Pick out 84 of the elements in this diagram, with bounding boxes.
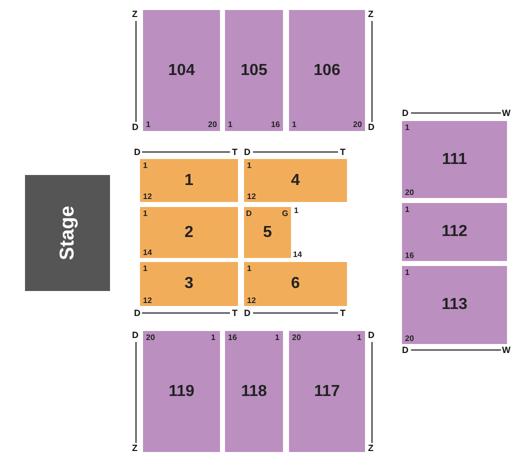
row-letter: T bbox=[232, 309, 238, 318]
row-letter: Z bbox=[132, 10, 138, 19]
section-number: 1 bbox=[184, 172, 194, 190]
seating-section bbox=[140, 207, 238, 258]
row-letter: Z bbox=[368, 444, 374, 453]
seat-number: 16 bbox=[405, 252, 414, 260]
row-letter: D bbox=[244, 309, 250, 318]
seating-section bbox=[244, 262, 347, 306]
seat-number: 20 bbox=[353, 121, 362, 129]
seat-number: 1 bbox=[357, 334, 362, 342]
seat-number: 14 bbox=[293, 251, 302, 259]
row-letter: T bbox=[232, 148, 238, 157]
row-letter: D bbox=[402, 346, 408, 355]
seat-number: 16 bbox=[271, 121, 280, 129]
seating-section bbox=[402, 121, 507, 198]
seat-number: 1 bbox=[405, 269, 410, 277]
seat-number: 1 bbox=[405, 206, 410, 214]
section-number: 106 bbox=[312, 62, 342, 80]
section-number: 119 bbox=[168, 382, 196, 400]
row-letter: Z bbox=[132, 444, 138, 453]
stage-label: Stage bbox=[56, 206, 79, 260]
seating-section bbox=[402, 266, 507, 344]
row-letter: D bbox=[246, 210, 252, 218]
seat-number: 1 bbox=[275, 334, 280, 342]
seating-section bbox=[289, 10, 365, 131]
seat-number: 1 bbox=[228, 121, 232, 129]
row-letter: D bbox=[132, 123, 138, 132]
row-letter: G bbox=[282, 210, 288, 218]
section-number: 104 bbox=[167, 62, 196, 80]
seat-number: 1 bbox=[405, 124, 410, 132]
seating-section bbox=[225, 331, 283, 452]
seat-number: 1 bbox=[143, 265, 148, 273]
section-number: 117 bbox=[313, 382, 341, 400]
seat-number: 1 bbox=[143, 210, 148, 218]
seating-section bbox=[140, 159, 238, 202]
seat-number: 1 bbox=[247, 162, 252, 170]
seat-number: 20 bbox=[146, 334, 155, 342]
row-letter: Z bbox=[368, 10, 374, 19]
seat-number: 1 bbox=[294, 207, 298, 215]
seat-number: 1 bbox=[247, 265, 252, 273]
row-letter: T bbox=[340, 148, 346, 157]
seat-number: 20 bbox=[405, 335, 414, 343]
section-number: 118 bbox=[240, 382, 268, 400]
seat-number: 20 bbox=[405, 189, 414, 197]
section-number: 6 bbox=[290, 275, 301, 293]
seat-number: 20 bbox=[208, 121, 217, 129]
section-number: 5 bbox=[262, 224, 273, 242]
row-letter: D bbox=[368, 123, 374, 132]
section-number: 105 bbox=[240, 62, 268, 80]
seat-number: 1 bbox=[211, 334, 216, 342]
section-number: 113 bbox=[440, 296, 468, 314]
seat-number: 14 bbox=[143, 249, 152, 257]
section-number: 111 bbox=[441, 150, 468, 168]
row-letter: D bbox=[368, 331, 374, 340]
seat-number: 1 bbox=[146, 121, 150, 129]
section-number: 4 bbox=[290, 172, 301, 190]
seat-number: 1 bbox=[143, 162, 148, 170]
seat-number: 1 bbox=[292, 121, 296, 129]
seating-section bbox=[225, 10, 283, 131]
row-letter: D bbox=[134, 148, 140, 157]
row-letter: D bbox=[402, 109, 408, 118]
seating-section bbox=[143, 331, 220, 452]
row-letter: W bbox=[502, 346, 510, 355]
row-letter: T bbox=[340, 309, 346, 318]
seat-number: 20 bbox=[292, 334, 301, 342]
section-number: 2 bbox=[184, 224, 194, 242]
seating-section bbox=[140, 262, 238, 306]
stage-block bbox=[25, 175, 110, 291]
seating-section bbox=[244, 159, 347, 202]
seat-number: 12 bbox=[247, 297, 256, 305]
row-letter: D bbox=[134, 309, 140, 318]
row-letter: W bbox=[502, 109, 510, 118]
seat-number: 12 bbox=[143, 193, 152, 201]
seat-number: 16 bbox=[228, 334, 237, 342]
seating-section bbox=[143, 10, 220, 131]
seat-number: 12 bbox=[247, 193, 256, 201]
row-letter: D bbox=[132, 331, 138, 340]
section-number: 3 bbox=[184, 275, 194, 293]
seating-section bbox=[289, 331, 365, 452]
row-letter: D bbox=[244, 148, 250, 157]
seating-section bbox=[402, 203, 507, 261]
seat-number: 12 bbox=[143, 297, 152, 305]
seating-section bbox=[244, 207, 291, 258]
section-number: 112 bbox=[440, 223, 468, 241]
